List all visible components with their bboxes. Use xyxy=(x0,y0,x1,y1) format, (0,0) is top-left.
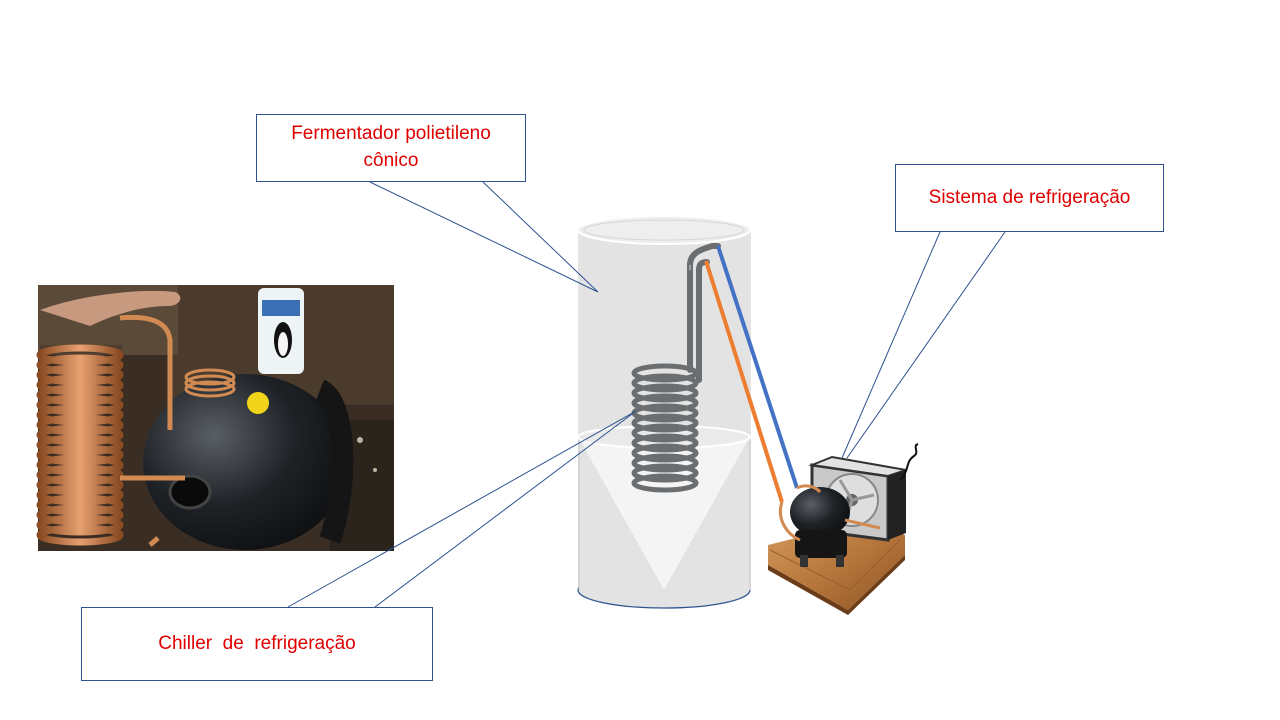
copper-coil-turn xyxy=(36,384,124,406)
immersion-coil xyxy=(631,243,721,493)
copper-coil-turn xyxy=(36,344,124,366)
callout-refrigeration-system-label: Sistema de refrigeração xyxy=(928,186,1131,208)
copper-coil-turn xyxy=(36,354,124,376)
callout-refrigeration-system: Sistema de refrigeração xyxy=(895,164,1164,232)
coil-turn xyxy=(631,383,699,403)
chiller-photo xyxy=(36,285,394,551)
copper-coil-turn xyxy=(36,424,124,446)
copper-coil-turn xyxy=(36,444,124,466)
copper-coil-turn xyxy=(36,484,124,506)
coil-turn xyxy=(631,433,699,453)
pointer-refrig-system xyxy=(841,231,1006,459)
copper-coil-turn xyxy=(36,414,124,436)
callout-chiller: Chiller de refrigeração xyxy=(81,607,433,681)
pointer-fermenter xyxy=(369,181,599,293)
copper-coil-turn xyxy=(36,374,124,396)
copper-coil-turn xyxy=(36,474,124,496)
refrigeration-unit-photo xyxy=(768,443,919,615)
copper-coil-turn xyxy=(36,514,124,536)
copper-coil-turn xyxy=(36,504,124,526)
coil-turn xyxy=(631,413,699,433)
copper-coil-turn xyxy=(36,494,124,516)
coil-turn xyxy=(631,453,699,473)
coil-turn xyxy=(631,473,699,493)
copper-coil-turn xyxy=(36,394,124,416)
copper-coil-turn xyxy=(36,364,124,386)
coil-turn xyxy=(631,393,699,413)
coil-turn xyxy=(631,373,699,393)
pointer-chiller xyxy=(287,410,637,608)
copper-coil-turn xyxy=(36,524,124,546)
cold-line xyxy=(716,245,799,489)
copper-coil-turn xyxy=(36,434,124,456)
coil-turn xyxy=(631,363,699,383)
coil-turn xyxy=(631,423,699,443)
callout-fermenter: Fermentador polietileno cônico xyxy=(256,114,526,182)
callout-fermenter-label: Fermentador polietileno cônico xyxy=(291,123,491,171)
coil-turn xyxy=(631,443,699,463)
copper-coil-turn xyxy=(36,464,124,486)
copper-coil-turn xyxy=(36,454,124,476)
coil-turn xyxy=(631,463,699,483)
copper-coil-turn xyxy=(36,404,124,426)
hot-line xyxy=(704,260,784,503)
callout-chiller-label: Chiller de refrigeração xyxy=(158,632,356,654)
callout-pointers xyxy=(287,181,1006,608)
